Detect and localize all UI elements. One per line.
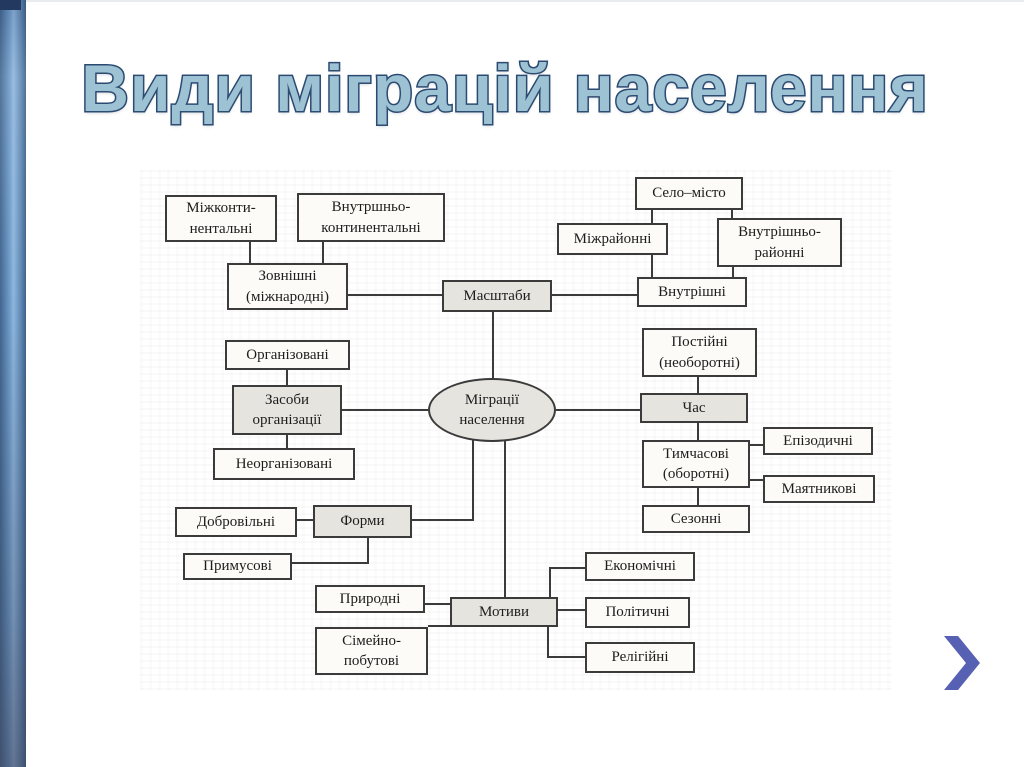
chevron-right-shape: [944, 636, 980, 690]
node-simeino-pobutovi: Сімейно- побутові: [315, 627, 428, 675]
node-zovnishni: Зовнішні (міжнародні): [227, 263, 348, 310]
node-mizhkontynentalni: Міжконти- нентальні: [165, 195, 277, 242]
node-chas: Час: [640, 393, 748, 423]
node-relihiini: Релігійні: [585, 642, 695, 673]
connector-line: [412, 519, 474, 521]
connector-line: [348, 294, 442, 296]
connector-line: [342, 409, 428, 411]
next-slide-chevron[interactable]: [944, 636, 980, 690]
node-epizodychni: Епізодичні: [763, 427, 873, 455]
migration-types-diagram: Міграції населення Міжконти- нентальні В…: [140, 170, 892, 690]
connector-line: [697, 377, 699, 393]
node-prymusovi: Примусові: [183, 553, 292, 580]
node-postiini: Постійні (необоротні): [642, 328, 757, 377]
sidebar-accent-bar: [0, 0, 26, 767]
node-formy: Форми: [313, 505, 412, 538]
node-ekonomichni: Економічні: [585, 552, 695, 581]
connector-line: [731, 210, 733, 218]
connector-line: [556, 409, 640, 411]
connector-line: [697, 423, 699, 440]
node-neorhanizovani: Неорганізовані: [213, 448, 355, 480]
connector-line: [297, 519, 313, 521]
connector-line: [651, 255, 653, 277]
slide-title: Види міграцій населення: [80, 50, 930, 127]
node-pryrodni: Природні: [315, 585, 425, 613]
connector-line: [286, 435, 288, 448]
connector-line: [552, 294, 637, 296]
slide-top-edge: [0, 0, 1024, 2]
node-tymchasovi: Тимчасові (оборотні): [642, 440, 750, 488]
node-zasoby-orhanizatsii: Засоби організації: [232, 385, 342, 435]
connector-line: [750, 479, 763, 481]
connector-line: [547, 656, 585, 658]
connector-line: [472, 440, 474, 521]
connector-line: [504, 441, 506, 597]
node-mihratsii-naselennia: Міграції населення: [428, 378, 556, 442]
node-sezonni: Сезонні: [642, 505, 750, 533]
connector-line: [547, 627, 549, 658]
node-politychni: Політичні: [585, 597, 690, 628]
connector-line: [549, 567, 585, 569]
node-dobrovilni: Добровільні: [175, 507, 297, 537]
connector-line: [732, 267, 734, 277]
node-mizhraionni: Міжрайонні: [557, 223, 668, 255]
node-selo-misto: Село–місто: [635, 177, 743, 210]
connector-line: [750, 444, 763, 446]
connector-line: [425, 603, 450, 605]
sidebar-corner-cap: [0, 0, 21, 10]
node-motyvy: Мотиви: [450, 597, 558, 627]
node-vnutrishni: Внутрішні: [637, 277, 747, 307]
connector-line: [558, 609, 585, 611]
connector-line: [322, 242, 324, 263]
connector-line: [697, 488, 699, 505]
node-vnutrishnokontynentalni: Внутршньо- континентальні: [297, 193, 445, 242]
node-orhanizovani: Організовані: [225, 340, 350, 370]
connector-line: [249, 242, 251, 263]
connector-line: [367, 538, 369, 564]
connector-line: [286, 370, 288, 385]
connector-line: [292, 562, 369, 564]
node-vnutrishnoraionni: Внутрішньо- районні: [717, 218, 842, 267]
chevron-right-icon: [944, 636, 980, 690]
connector-line: [428, 625, 450, 627]
node-maiatnykovi: Маятникові: [763, 475, 875, 503]
node-masshtaby: Масштаби: [442, 280, 552, 312]
connector-line: [492, 312, 494, 378]
connector-line: [651, 210, 653, 223]
connector-line: [549, 567, 551, 597]
